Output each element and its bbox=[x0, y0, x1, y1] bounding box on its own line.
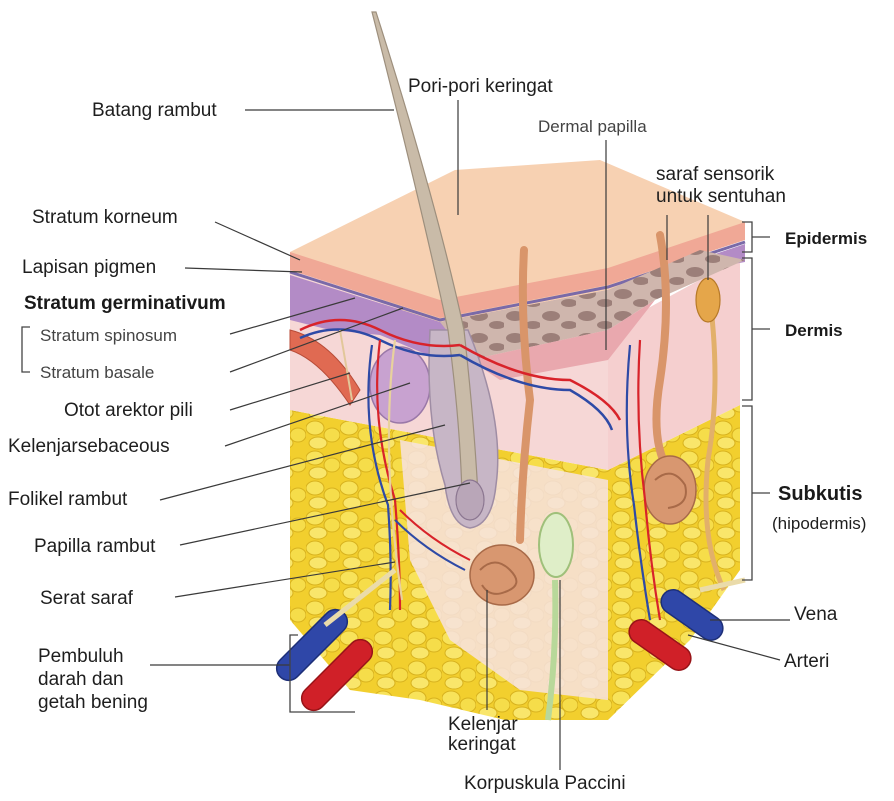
label-vessels-2: darah dan bbox=[38, 669, 124, 690]
label-stratum-basale: Stratum basale bbox=[40, 363, 154, 382]
label-sweat-gland-2: keringat bbox=[448, 734, 516, 755]
label-artery: Arteri bbox=[784, 651, 829, 672]
pacinian-corpuscle bbox=[539, 513, 573, 577]
label-vessels-1: Pembuluh bbox=[38, 646, 124, 667]
label-sensory-nerve-2: untuk sentuhan bbox=[656, 186, 786, 207]
label-stratum-spinosum: Stratum spinosum bbox=[40, 326, 177, 345]
label-sebaceous-gland: Kelenjarsebaceous bbox=[8, 436, 170, 457]
label-arrector-pili: Otot arektor pili bbox=[64, 400, 193, 421]
label-sensory-nerve-1: saraf sensorik bbox=[656, 164, 775, 185]
label-sweat-gland-1: Kelenjar bbox=[448, 714, 518, 735]
label-pacinian: Korpuskula Paccini bbox=[464, 773, 626, 794]
label-dermis: Dermis bbox=[785, 321, 843, 340]
label-stratum-germinativum: Stratum germinativum bbox=[24, 293, 226, 314]
label-epidermis: Epidermis bbox=[785, 229, 867, 248]
label-nerve-fiber: Serat saraf bbox=[40, 588, 134, 609]
label-vein: Vena bbox=[794, 604, 838, 625]
label-vessels-3: getah bening bbox=[38, 692, 148, 713]
label-hair-papilla: Papilla rambut bbox=[34, 536, 156, 557]
label-stratum-corneum: Stratum korneum bbox=[32, 207, 178, 228]
label-hypodermis: (hipodermis) bbox=[772, 514, 866, 533]
label-hair-follicle: Folikel rambut bbox=[8, 489, 128, 510]
hair-bulb bbox=[456, 480, 484, 520]
touch-receptor bbox=[696, 278, 720, 322]
label-sweat-pore: Pori-pori keringat bbox=[408, 76, 553, 97]
skin-block bbox=[290, 160, 745, 720]
label-pigment-layer: Lapisan pigmen bbox=[22, 257, 156, 278]
label-dermal-papilla: Dermal papilla bbox=[538, 117, 647, 136]
label-subcutis: Subkutis bbox=[778, 483, 862, 505]
label-hair-shaft: Batang rambut bbox=[92, 100, 217, 121]
